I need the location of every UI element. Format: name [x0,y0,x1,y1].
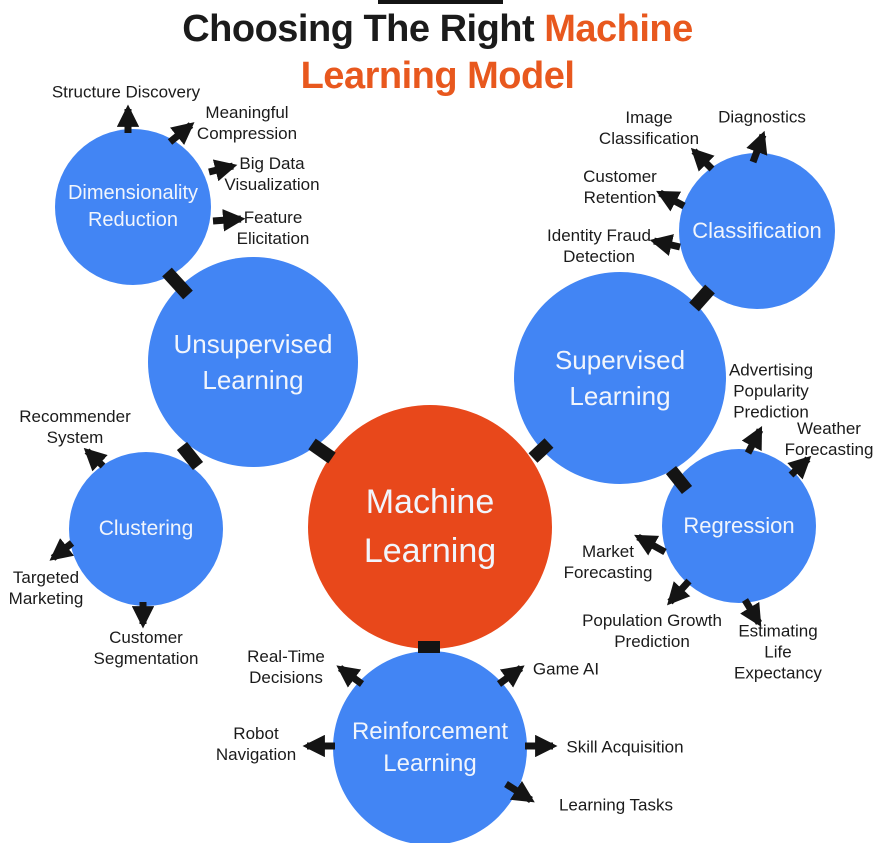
arrow-feature-elicitation [212,209,246,232]
label-market-forecasting: Market Forecasting [563,542,653,582]
joint-unsupervised-machine [308,438,336,464]
joint-supervised-classification [689,284,715,312]
arrow-estimating-life-expectancy [740,598,762,627]
title-line1-black: Choosing The Right [182,8,545,50]
page-title: Choosing The Right Machine Learning Mode… [0,6,875,100]
node-unsupervised-learning: Unsupervised Learning [148,257,358,467]
label-big-data-visualization: Big Data Visualization [224,154,320,194]
label-robot-navigation: Robot Navigation [215,724,297,764]
node-machine-learning: Machine Learning [308,405,552,649]
label-weather-forecasting: Weather Forecasting [784,419,874,459]
label-structure-discovery: Structure Discovery [51,82,201,102]
label-recommender-system: Recommender System [19,407,131,447]
arrow-game-ai [496,665,525,688]
cropped-header-bar [378,0,503,4]
arrow-identity-fraud-detection [649,234,681,256]
label-learning-tasks: Learning Tasks [558,795,674,815]
label-customer-segmentation: Customer Segmentation [93,628,199,668]
label-feature-elicitation: Feature Elicitation [236,208,310,248]
node-reinforcement-learning: Reinforcement Learning [333,651,527,843]
arrow-recommender-system [83,447,108,472]
arrow-customer-retention [656,189,686,212]
label-population-growth-prediction: Population Growth Prediction [582,611,722,651]
label-game-ai: Game AI [532,659,600,679]
label-advertising-popularity-prediction: Advertising Popularity Prediction [728,360,814,422]
label-real-time-decisions: Real-Time Decisions [247,647,325,687]
label-estimating-life-expectancy: Estimating Life Expectancy [734,621,822,683]
arrow-population-growth-prediction [666,578,692,606]
label-skill-acquisition: Skill Acquisition [566,737,684,757]
arrow-real-time-decisions [336,665,365,688]
label-targeted-marketing: Targeted Marketing [8,568,84,608]
arrow-diagnostics [746,130,768,164]
label-customer-retention: Customer Retention [583,167,657,207]
arrow-image-classification [690,147,715,172]
node-dimensionality-reduction: Dimensionality Reduction [55,129,211,285]
arrow-targeted-marketing [49,538,75,561]
label-identity-fraud-detection: Identity Fraud Detection [547,226,651,266]
title-line2: Learning Model [300,55,575,97]
title-line1-orange: Machine [544,8,693,50]
label-meaningful-compression: Meaningful Compression [196,103,298,143]
joint-unsupervised-clustering [176,441,204,471]
label-diagnostics: Diagnostics [718,107,806,127]
arrow-big-data-visualization [208,159,238,182]
arrow-learning-tasks [504,780,535,803]
joint-dimensionality-unsupervised [162,267,193,300]
joint-supervised-machine [528,438,554,463]
joint-supervised-regression [665,465,693,495]
arrow-meaningful-compression [167,122,195,145]
arrow-market-forecasting [634,533,667,556]
node-classification: Classification [679,153,835,309]
node-clustering: Clustering [69,452,223,606]
arrow-advertising-popularity-prediction [741,426,764,455]
label-image-classification: Image Classification [598,108,700,148]
arrow-weather-forecasting [787,455,812,480]
